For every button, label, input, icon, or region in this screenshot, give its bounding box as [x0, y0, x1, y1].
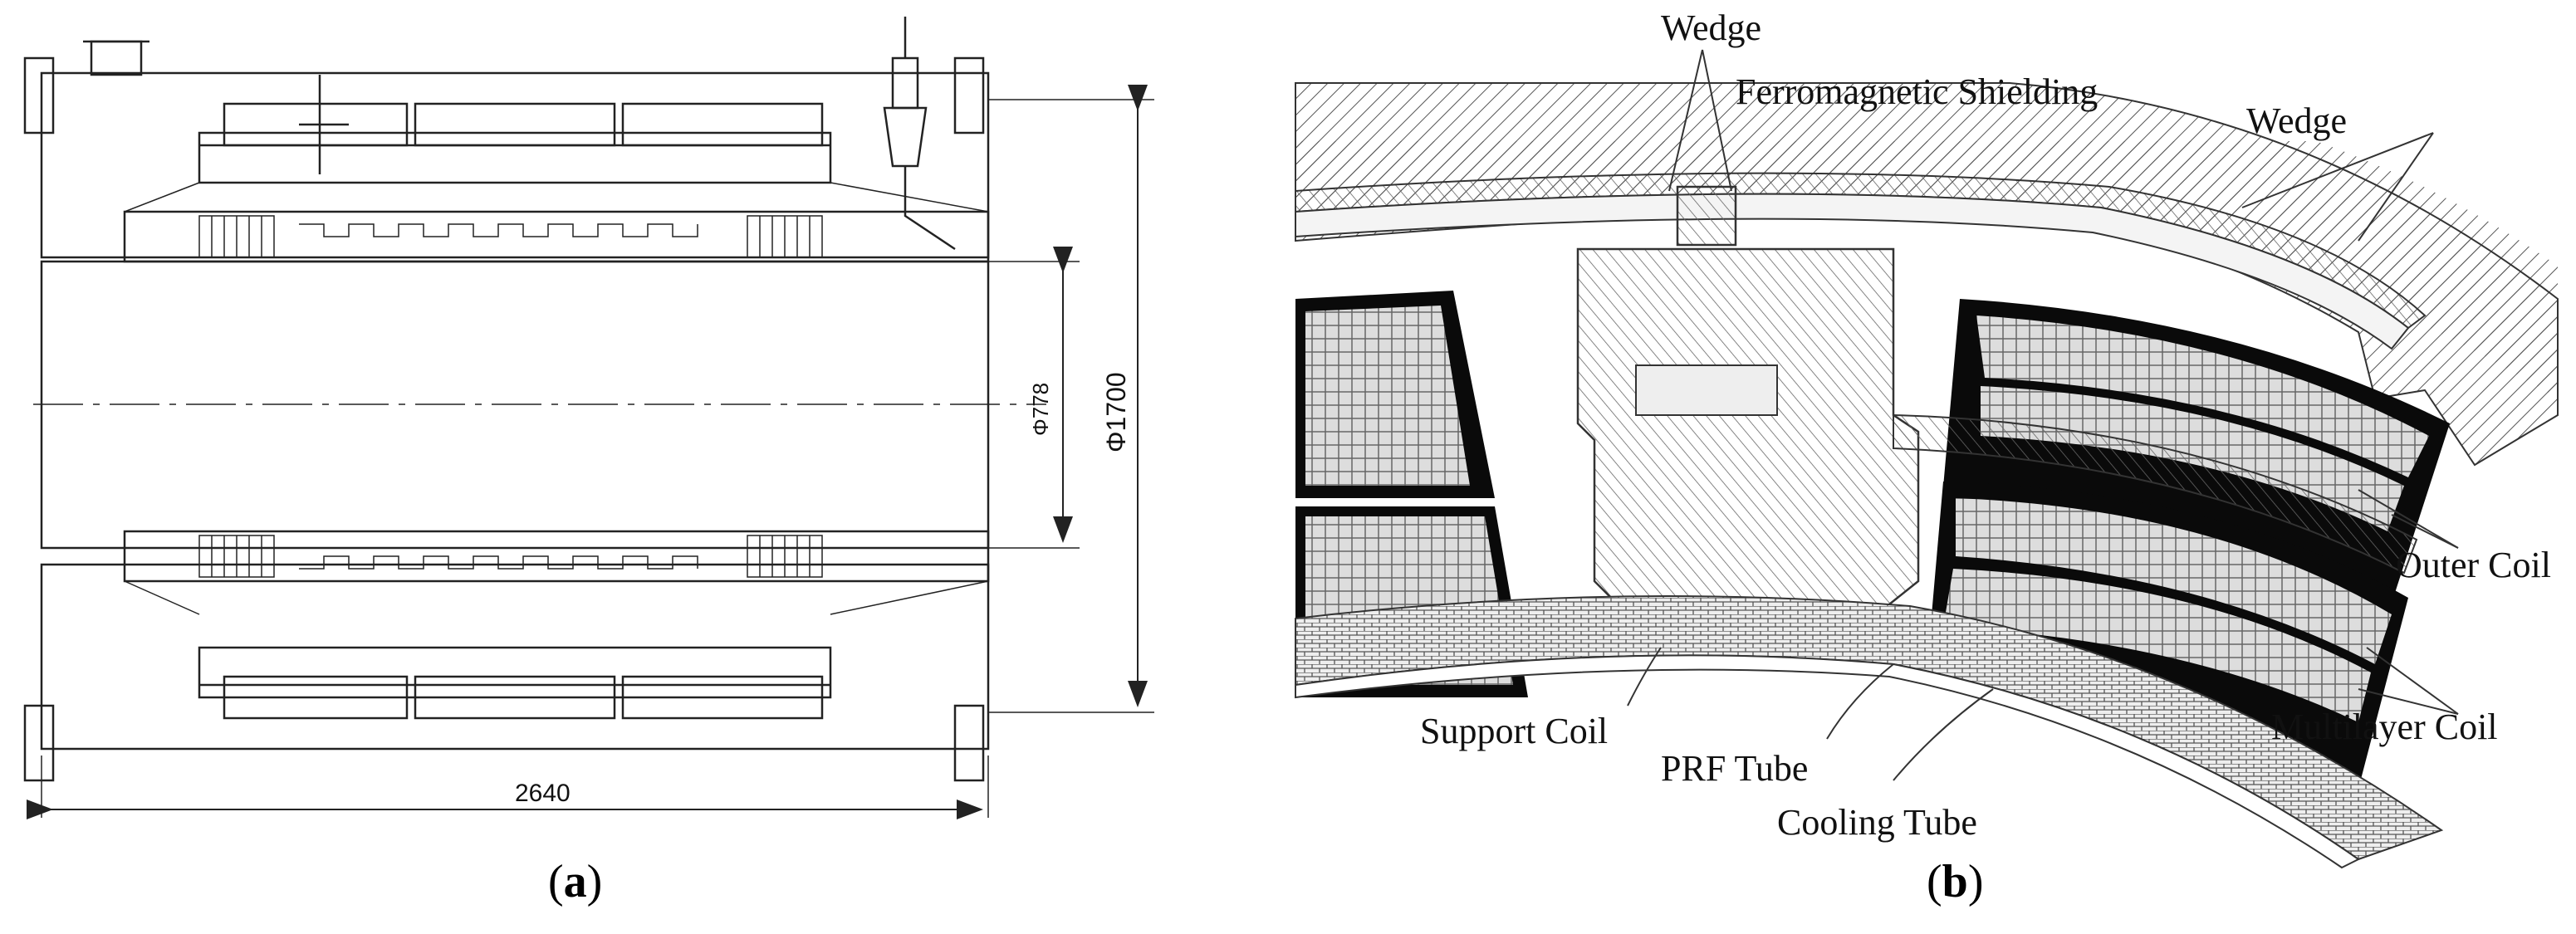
label-wedge-right: Wedge — [2246, 100, 2347, 141]
label-outer-coil: Outer Coil — [2396, 545, 2551, 585]
solenoid-cross-section-drawing: 2640 Φ778 Φ1700 — [23, 17, 1154, 819]
label-multilayer-coil: Multilayer Coil — [2271, 707, 2498, 747]
multilayer-coil — [1893, 413, 2418, 789]
panel-a-drawing: 2640 Φ778 Φ1700 (a) — [0, 0, 1262, 934]
coil-cross-section: Wedge Ferromagnetic Shielding Wedge Oute… — [1295, 7, 2559, 869]
housing-top — [40, 71, 990, 259]
support-coil-block — [1576, 247, 1920, 616]
caption-a: (a) — [548, 856, 603, 907]
wedge-block — [1676, 185, 1737, 247]
dim-length-text: 2640 — [515, 780, 571, 807]
cooling-tube-band — [1295, 654, 2360, 869]
label-support-coil: Support Coil — [1420, 711, 1608, 751]
panel-b-coil-section: Wedge Ferromagnetic Shielding Wedge Oute… — [1279, 0, 2576, 934]
label-wedge-top: Wedge — [1661, 7, 1761, 48]
label-cooling-tube: Cooling Tube — [1777, 802, 1977, 843]
caption-b: (b) — [1927, 856, 1984, 907]
dim-outer-text: Φ1700 — [1101, 372, 1131, 452]
label-ferromagnetic-shielding: Ferromagnetic Shielding — [1736, 71, 2098, 112]
housing-bottom — [40, 563, 990, 751]
label-prf-tube: PRF Tube — [1661, 748, 1808, 789]
dim-bore-text: Φ778 — [1028, 383, 1053, 436]
